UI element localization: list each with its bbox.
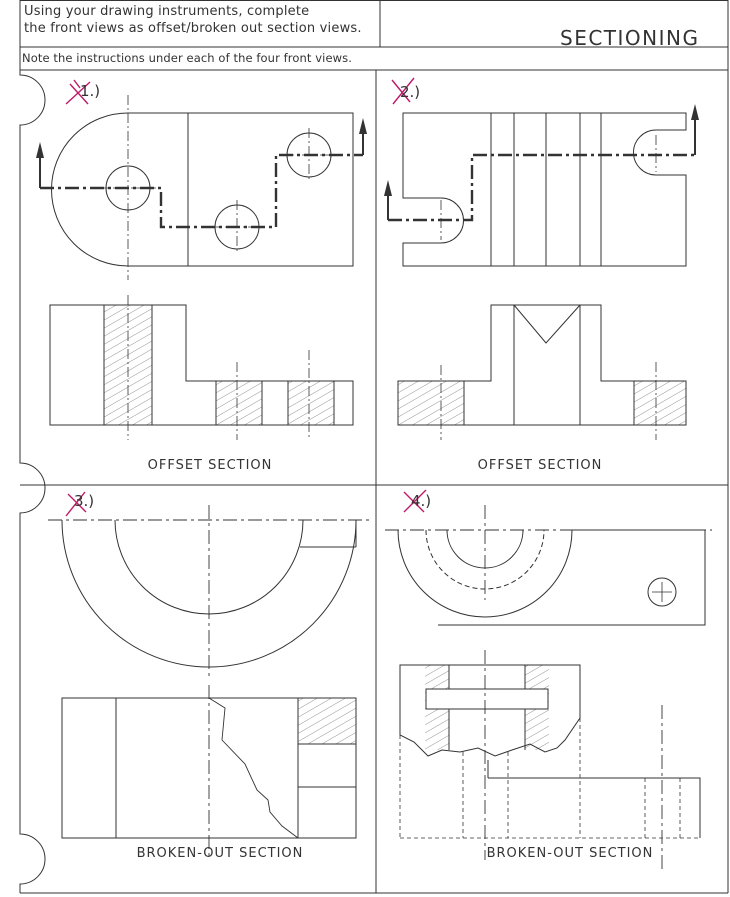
panel-4-number: 4.): [411, 492, 432, 510]
panel-2-top-view: [384, 104, 699, 267]
panel-4-front-view: [399, 650, 701, 870]
panel-3-caption: BROKEN-OUT SECTION: [136, 846, 304, 861]
page-title: SECTIONING: [560, 26, 700, 50]
panel-3-front-view: [61, 685, 357, 860]
handwritten-marks: [65, 77, 427, 517]
panel-4-caption: BROKEN-OUT SECTION: [486, 846, 654, 861]
note-text: Note the instructions under each of the …: [22, 51, 352, 65]
panel-1-caption: OFFSET SECTION: [147, 458, 273, 473]
panel-4-top-view: [385, 505, 712, 626]
panel-2-front-view: [397, 304, 687, 440]
panel-3-top-view: [48, 505, 370, 680]
panel-2-number: 2.): [400, 83, 421, 101]
panel-1-front-view: [49, 295, 354, 440]
sheet-frame: [19, 0, 729, 894]
instructions-line-2: the front views as offset/broken out sec…: [24, 21, 362, 36]
panel-1-number: 1.): [80, 82, 101, 100]
panel-2-caption: OFFSET SECTION: [477, 458, 603, 473]
panel-1-top-view: [36, 95, 367, 280]
instructions-text: Using your drawing instruments, complete…: [24, 3, 374, 37]
panel-3-number: 3.): [74, 492, 95, 510]
instructions-line-1: Using your drawing instruments, complete: [24, 4, 310, 19]
